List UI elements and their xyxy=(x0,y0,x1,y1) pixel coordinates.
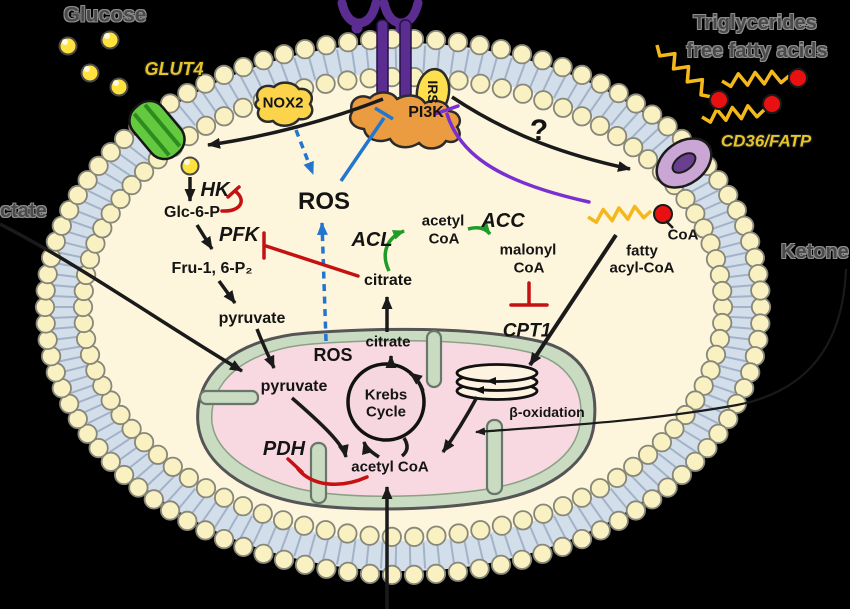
fatty-acid-chain xyxy=(655,44,713,99)
malonyl-coa-label: malonyl xyxy=(499,241,557,259)
lactate-import-arrow xyxy=(0,222,243,373)
pyruvate-mito-label: pyruvate xyxy=(260,378,328,395)
acetylcoa-to-krebs-arrow xyxy=(362,441,380,459)
ros-cytosol-label: ROS xyxy=(297,188,351,215)
acl-label: ACL xyxy=(351,229,393,251)
insulin-receptor xyxy=(337,0,423,101)
glc6p-inhibits-hk-tbar xyxy=(226,185,241,199)
ketone-import-arrow xyxy=(475,268,848,436)
mito-crista xyxy=(198,389,260,406)
acc-label: ACC xyxy=(481,210,525,232)
mito-crista xyxy=(425,329,443,389)
krebs-direction-arrow xyxy=(408,371,425,392)
glut4-transporter xyxy=(128,99,186,161)
fatty-acid-heads xyxy=(653,68,808,229)
glc6p-inhibits-hk-line xyxy=(220,189,243,213)
pi3k-enzyme xyxy=(348,91,461,150)
nox2-ros-arrow xyxy=(294,129,315,175)
acl-arrow xyxy=(383,229,405,272)
glucose-label: Glucose xyxy=(63,3,147,27)
ros-inhibits-pi3k-line xyxy=(339,117,386,182)
ketones-label: Ketone xyxy=(781,241,849,263)
ffa-inhibits-pi3k-tbar xyxy=(433,104,460,116)
fatty-acid-chain xyxy=(721,69,791,89)
nox2-label: NOX2 xyxy=(262,94,304,112)
glucose-molecule xyxy=(80,63,100,83)
acetyl-coa-cytosol-label2: CoA xyxy=(428,230,460,248)
glucose-molecule xyxy=(100,30,120,50)
fatty-acid-chain xyxy=(701,104,766,124)
glc-6-p-label: Glc-6-P xyxy=(163,204,221,221)
malonyl-coa-label2: CoA xyxy=(513,259,545,277)
mito-crista xyxy=(485,418,504,496)
pfk-label: PFK xyxy=(219,224,259,246)
acetyl-coa-mito-label: acetyl CoA xyxy=(351,458,429,476)
fru-to-pyruvate-arrow xyxy=(217,279,237,305)
citrate-inhibits-pfk-line xyxy=(264,244,360,278)
cd36-transporter xyxy=(655,137,713,189)
insulin-to-glut4-arrow xyxy=(207,97,384,149)
beta-oxidation-coil xyxy=(455,363,539,401)
ros-mito-label: ROS xyxy=(313,345,353,365)
krebs-entry-curve xyxy=(400,437,409,458)
beta-oxidation-label: β-oxidation xyxy=(509,404,585,420)
fatty-acid-head xyxy=(762,94,782,114)
fatty-acid-head xyxy=(653,204,673,224)
free-fatty-acids-label: free fatty acids xyxy=(686,40,828,62)
coa-connector xyxy=(665,220,674,229)
fatty-acid-chains xyxy=(587,44,791,224)
fru-1-6-p2-label: Fru-1, 6-P₂ xyxy=(171,260,253,277)
pdh-inhibition-tbar xyxy=(286,457,304,474)
coa-head-label: CoA xyxy=(667,226,699,244)
cpt1-label: CPT1 xyxy=(502,320,552,342)
fatty-acyl-coa-label: fatty xyxy=(626,242,658,260)
glucose-molecule xyxy=(109,77,129,97)
lactate-label: ctate xyxy=(0,200,47,222)
ros-inhibits-pi3k-tbar xyxy=(374,106,394,121)
nox2-enzyme xyxy=(254,81,314,127)
mito-crista xyxy=(309,441,328,505)
fatty-acyl-coa-label2: acyl-CoA xyxy=(609,259,675,277)
fattyacylcoa-to-cpt1-arrow xyxy=(528,233,618,367)
glucose-molecule xyxy=(180,156,200,176)
glc6p-to-fru-arrow xyxy=(195,224,214,250)
triglycerides-label: Triglycerides xyxy=(693,12,817,34)
cd36-fatp-label: CD36/FATP xyxy=(720,131,812,151)
hk-label: HK xyxy=(200,179,230,201)
pyruvate-to-acetylcoa-arrow xyxy=(290,396,349,458)
citrate-cytosol-label: citrate xyxy=(363,272,413,289)
glut4-label: GLUT4 xyxy=(144,59,204,79)
fatty-acid-head xyxy=(709,90,729,110)
krebs-cycle-label-line1: Krebs xyxy=(364,386,408,404)
glucose-molecule xyxy=(58,36,78,56)
pi3k-label: PI3K xyxy=(408,104,444,121)
fatty-acid-chain xyxy=(587,204,653,224)
acc-arrow xyxy=(467,222,492,236)
pyruvate-cytosol-label: pyruvate xyxy=(218,310,286,327)
glucose-molecules xyxy=(58,30,200,176)
ffa-inhibits-pi3k-line xyxy=(445,112,591,204)
pyruvate-into-mito-arrow xyxy=(255,328,276,369)
krebs-cycle-label-line2: Cycle xyxy=(365,403,407,421)
acetyl-coa-cytosol-label: acetyl xyxy=(421,212,465,230)
betaox-to-acetylcoa-arrow xyxy=(441,396,479,454)
question-mark: ? xyxy=(529,114,549,147)
insulin-to-cd36-arrow xyxy=(451,95,631,172)
citrate-mito-label: citrate xyxy=(365,333,411,351)
irs-label: IRS xyxy=(425,80,441,104)
fatty-acid-head xyxy=(788,68,808,88)
pdh-label: PDH xyxy=(262,438,306,460)
